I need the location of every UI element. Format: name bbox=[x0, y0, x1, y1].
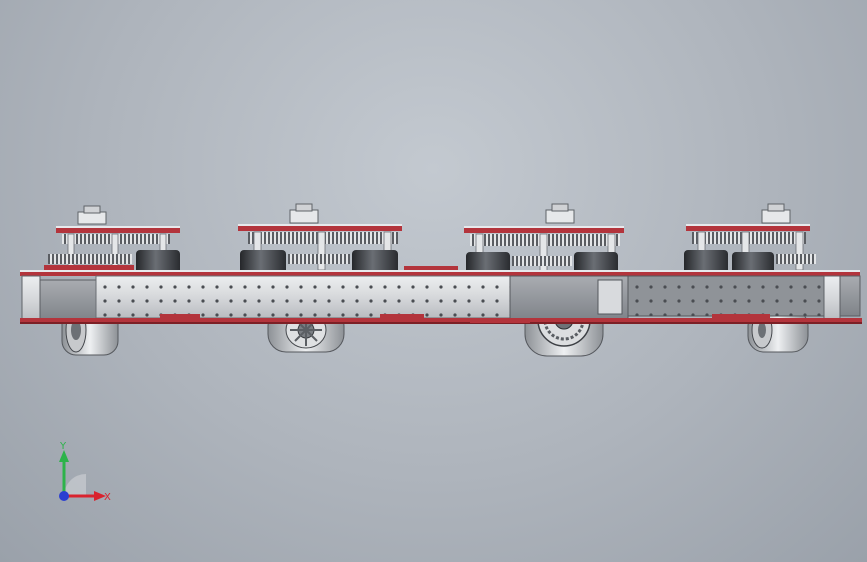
x-axis-arrow-icon bbox=[94, 491, 106, 501]
z-axis-origin-icon bbox=[59, 491, 69, 501]
x-axis-label: X bbox=[104, 492, 111, 503]
y-axis-arrow-icon bbox=[59, 450, 69, 462]
drive-module-2 bbox=[238, 203, 458, 276]
drive-module-1 bbox=[44, 205, 180, 276]
drive-module-4 bbox=[684, 203, 816, 276]
chassis-frame bbox=[20, 270, 862, 324]
drive-module-3 bbox=[464, 203, 624, 276]
coordinate-triad: Y X bbox=[59, 441, 111, 503]
y-axis-label: Y bbox=[59, 441, 67, 452]
triad-plane bbox=[64, 474, 86, 496]
